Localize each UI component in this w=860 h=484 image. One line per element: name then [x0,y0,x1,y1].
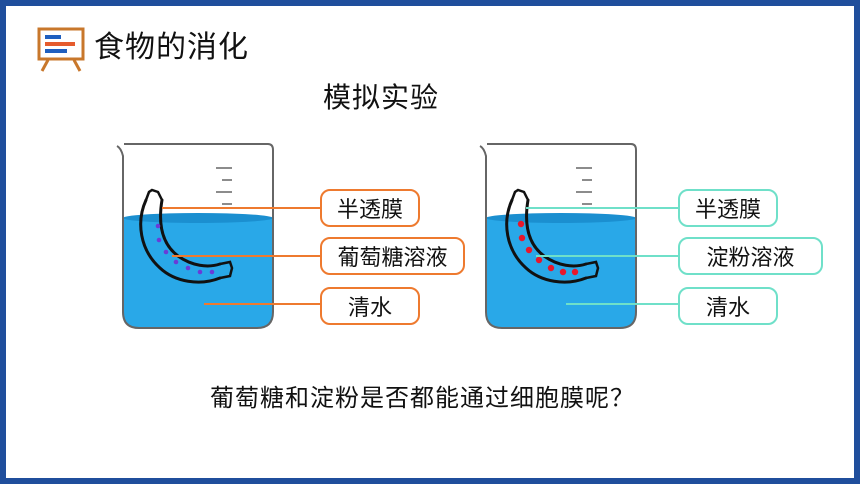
right-water-label: 清水 [678,287,778,325]
right-membrane-label: 半透膜 [678,189,778,227]
question-text: 葡萄糖和淀粉是否都能通过细胞膜呢？ [210,384,635,412]
experiment-title: 模拟实验 [323,81,440,114]
left-membrane-label: 半透膜 [320,189,420,227]
left-glucose-solution-label: 葡萄糖溶液 [320,237,465,275]
glucose-dots [155,223,215,275]
left-beaker [116,143,320,329]
starch-dots [517,220,579,276]
page-title: 食物的消化 [94,30,249,65]
right-starch-solution-label: 淀粉溶液 [678,237,823,275]
left-water-label: 清水 [320,287,420,325]
presentation-board-icon [37,27,85,72]
right-beaker [479,143,678,329]
